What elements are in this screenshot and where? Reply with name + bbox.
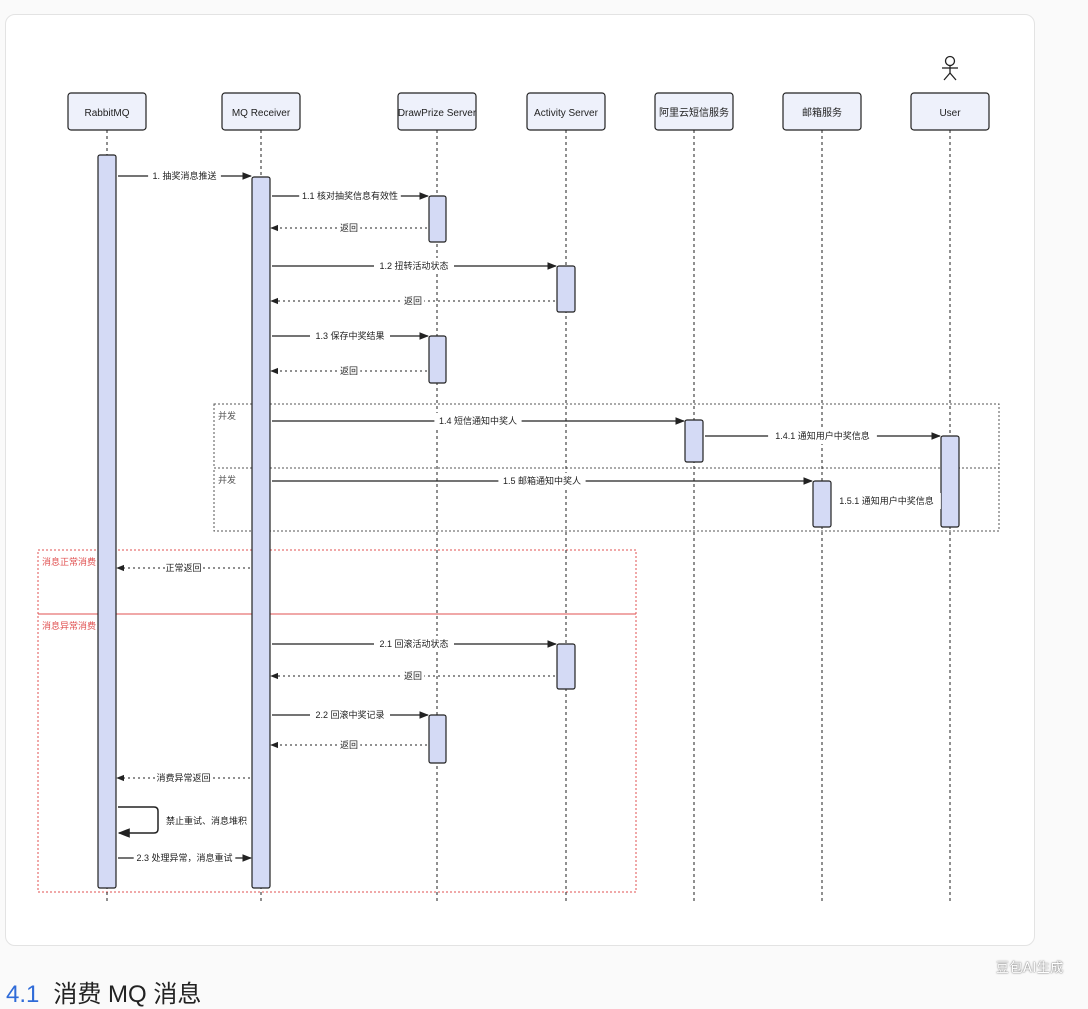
activation-receiver [251, 176, 271, 889]
fragment-label-2: 消息正常消费 [42, 556, 96, 567]
participant-box-mail [782, 92, 862, 131]
participant-box-sms [654, 92, 734, 131]
message-label-15: 返回 [340, 739, 358, 750]
message-label-13: 返回 [404, 670, 422, 681]
fragment-label-3: 消息异常消费 [42, 620, 96, 631]
message-label-4: 返回 [404, 295, 422, 306]
participant-box-drawprize [397, 92, 477, 131]
participant-label-activity: Activity Server [534, 108, 599, 119]
activation-activity [556, 265, 576, 313]
participant-label-drawprize: DrawPrize Server [398, 108, 477, 119]
activation-activity [556, 643, 576, 690]
activation-drawprize [428, 714, 447, 764]
activation-user [940, 435, 960, 528]
message-label-11: 正常返回 [165, 562, 201, 573]
participant-box-user [910, 92, 990, 131]
watermark: 豆包AI生成 [996, 961, 1064, 976]
activation-drawprize [428, 335, 447, 384]
participant-box-receiver [221, 92, 301, 131]
message-label-bg-0 [148, 168, 221, 184]
message-label-bg-10 [832, 493, 941, 509]
activation-sms [684, 419, 704, 463]
message-label-bg-12 [374, 636, 454, 652]
message-label-0: 1. 抽奖消息推送 [152, 170, 216, 181]
participant-box-activity [526, 92, 606, 131]
message-label-8: 1.4.1 通知用户中奖信息 [775, 430, 870, 441]
message-label-10: 1.5.1 通知用户中奖信息 [839, 495, 934, 506]
message-label-bg-16 [157, 770, 210, 786]
message-label-bg-13 [401, 668, 425, 684]
message-label-2: 返回 [340, 222, 358, 233]
fragment-box-3 [37, 613, 637, 893]
participant-label-user: User [939, 108, 961, 119]
section-title: 消费 MQ 消息 [53, 981, 202, 1008]
participant-box-rabbitmq [67, 92, 147, 131]
message-label-bg-6 [337, 363, 361, 379]
message-label-3: 1.2 扭转活动状态 [379, 260, 448, 271]
activation-drawprize [428, 195, 447, 243]
message-label-bg-8 [768, 428, 877, 444]
message-label-bg-14 [310, 707, 390, 723]
message-label-17: 禁止重试、消息堆积 [166, 815, 247, 826]
message-label-9: 1.5 邮箱通知中奖人 [503, 475, 581, 486]
message-label-6: 返回 [340, 365, 358, 376]
actor-icon [942, 55, 958, 81]
message-label-5: 1.3 保存中奖结果 [315, 330, 384, 341]
message-label-bg-7 [434, 413, 522, 429]
message-label-14: 2.2 回滚中奖记录 [315, 709, 384, 720]
activation-mail [812, 480, 832, 528]
section-number: 4.1 [6, 981, 40, 1008]
fragment-label-1: 并发 [218, 474, 236, 485]
message-label-bg-3 [374, 258, 454, 274]
fragment-label-0: 并发 [218, 410, 236, 421]
message-label-bg-4 [401, 293, 425, 309]
message-label-bg-9 [498, 473, 586, 489]
message-label-bg-2 [337, 220, 361, 236]
participant-label-rabbitmq: RabbitMQ [84, 108, 129, 119]
message-label-bg-11 [165, 560, 202, 576]
message-label-bg-18 [133, 850, 236, 866]
message-label-bg-1 [299, 188, 401, 204]
message-label-bg-5 [310, 328, 390, 344]
participant-label-mail: 邮箱服务 [802, 106, 842, 119]
fragment-box-1 [213, 467, 1000, 532]
message-label-16: 消费异常返回 [156, 772, 210, 783]
message-label-bg-15 [337, 737, 361, 753]
activation-rabbitmq [97, 154, 117, 889]
message-arrow-17 [117, 806, 159, 838]
participant-label-sms: 阿里云短信服务 [659, 106, 729, 119]
participant-label-receiver: MQ Receiver [232, 108, 291, 119]
message-label-12: 2.1 回滚活动状态 [379, 638, 448, 649]
message-label-18: 2.3 处理异常，消息重试 [136, 852, 232, 863]
message-label-7: 1.4 短信通知中奖人 [439, 415, 517, 426]
fragment-box-2 [37, 549, 637, 615]
message-label-1: 1.1 核对抽奖信息有效性 [302, 190, 398, 201]
